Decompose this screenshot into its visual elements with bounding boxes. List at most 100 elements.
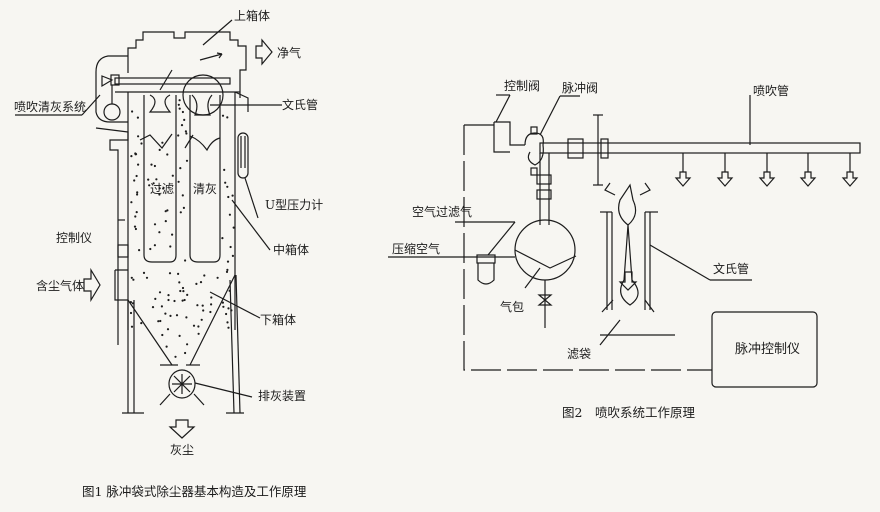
dust-dot [135, 211, 138, 214]
dust-dot [228, 289, 231, 292]
dust-dot [226, 260, 230, 263]
dust-dot [229, 245, 232, 249]
signal-line [463, 125, 712, 371]
dust-dot [201, 304, 204, 307]
dust-dot [173, 299, 176, 303]
figure2-caption: 图2 喷吹系统工作原理 [562, 405, 695, 420]
dust-dot [140, 322, 143, 325]
dust-dot [226, 116, 229, 119]
dust-dot [150, 163, 153, 166]
dust-dot [164, 210, 167, 213]
label-dust: 灰尘 [170, 443, 195, 457]
dusty-gas-arrow [83, 267, 101, 303]
dust-dot [203, 274, 206, 277]
upper-box-outline [127, 31, 247, 98]
dust-dot [181, 299, 184, 302]
dust-dot [178, 107, 181, 110]
nozzle-arrow-icon [799, 153, 817, 187]
dust-dot [231, 194, 234, 197]
pulse-controller-box [711, 311, 818, 388]
dust-dot [210, 296, 213, 299]
dust-dot [181, 286, 185, 290]
dust-dot [227, 307, 230, 310]
dust-dot [149, 247, 152, 251]
dust-dot [167, 294, 170, 297]
label-air-filter: 空气过滤气 [412, 205, 473, 219]
dust-dot [168, 272, 172, 275]
dust-dot [197, 332, 200, 335]
dust-dot [225, 312, 228, 316]
figure1-drawing [15, 19, 282, 439]
dust-dot [177, 134, 180, 137]
dust-dot [197, 325, 200, 328]
label-clean-gas: 净气 [277, 46, 302, 60]
figure2-drawing [388, 94, 861, 388]
dust-dot [137, 135, 140, 138]
filter-bag-2 [189, 95, 221, 263]
hopper [127, 274, 236, 366]
label-blow-pipe: 喷吹管 [753, 84, 790, 98]
dust-dot [129, 301, 132, 304]
dust-dot [177, 272, 180, 275]
dust-dot [161, 141, 164, 144]
dust-dot [130, 276, 133, 279]
dust-dot [216, 276, 219, 279]
air-tank [514, 219, 576, 281]
dust-dot [169, 314, 172, 317]
label-air-tank: 气包 [500, 300, 525, 314]
dust-dot [169, 245, 172, 248]
blow-pipe [539, 142, 861, 154]
dust-particles [129, 99, 235, 358]
air-filter [477, 263, 495, 285]
label-discharge: 排灰装置 [258, 389, 307, 403]
dust-dot [192, 324, 196, 327]
control-valve [493, 121, 525, 153]
dust-dot [185, 159, 189, 162]
label-spray-system: 喷吹清灰系统 [14, 100, 87, 114]
dust-dot [171, 174, 174, 177]
dust-dot [158, 291, 162, 294]
dust-dot [221, 301, 224, 304]
label-venturi: 文氏管 [282, 98, 319, 112]
spray-pipe [114, 77, 231, 85]
dust-dot [179, 167, 182, 170]
dust-dot [178, 99, 181, 102]
dust-dot [202, 309, 205, 312]
dust-dot [136, 193, 139, 196]
dust-dot [200, 318, 203, 321]
dust-dot [138, 249, 141, 252]
dust-dot [134, 215, 137, 218]
dust-dot [140, 142, 143, 145]
dust-dot [157, 320, 160, 323]
dust-dot [181, 194, 184, 197]
dust-dot [179, 211, 182, 214]
dust-dot [164, 220, 167, 223]
dust-dot [142, 271, 146, 274]
dust-dot [152, 182, 155, 185]
label-u-gauge: U型压力计 [265, 198, 324, 212]
dust-dot [186, 343, 189, 346]
dust-dot [228, 213, 231, 216]
label-controller: 控制仪 [56, 231, 93, 245]
dust-dot [130, 201, 133, 204]
dust-dot [160, 305, 163, 308]
dust-dot [183, 118, 186, 121]
dust-dot [134, 227, 137, 231]
dust-dot [177, 180, 180, 183]
dust-dot [209, 310, 212, 314]
dust-dot [186, 293, 189, 296]
label-dusty-gas: 含尘气体 [36, 279, 85, 293]
dust-dot [175, 314, 179, 317]
dust-dot [165, 345, 168, 348]
dust-dot [167, 298, 170, 302]
dust-dot [148, 184, 151, 187]
dust-dot [153, 223, 157, 226]
dust-dot [226, 321, 229, 324]
label-compressed-air: 压缩空气 [392, 242, 441, 256]
dust-dot [226, 185, 229, 188]
label-filtering: 过滤 [150, 182, 175, 196]
dust-dot [226, 268, 229, 271]
drain-valve [537, 294, 553, 306]
dust-dot [184, 130, 187, 133]
